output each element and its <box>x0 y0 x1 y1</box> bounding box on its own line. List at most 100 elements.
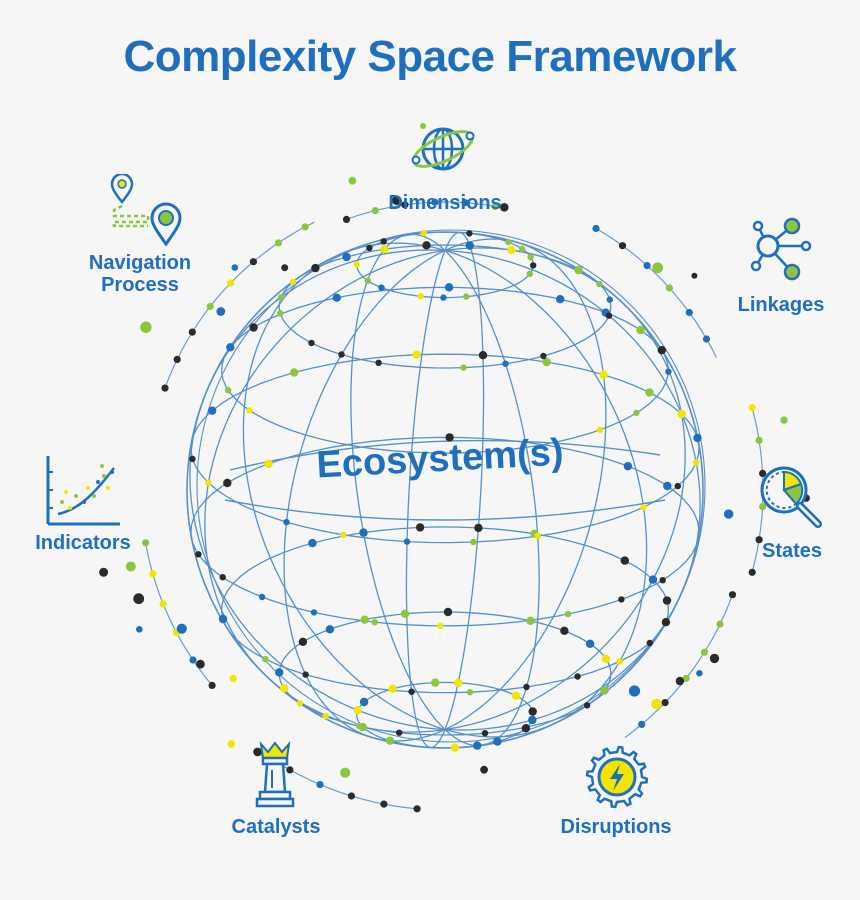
node-dot <box>474 523 483 533</box>
node-dot <box>526 270 533 278</box>
node-dot <box>542 357 551 367</box>
node-dot <box>674 482 681 490</box>
node-dot <box>338 351 345 358</box>
node-dot <box>422 241 431 250</box>
node-dot <box>308 538 317 548</box>
node-dot <box>366 244 373 252</box>
node-dot <box>264 459 273 468</box>
orbit-dot <box>716 620 724 628</box>
floating-dot <box>652 262 664 274</box>
node-dot <box>275 668 284 677</box>
floating-dot <box>281 264 289 272</box>
node-dot <box>460 364 467 371</box>
node-dot <box>408 688 415 695</box>
node-dot <box>648 575 658 584</box>
node-dot <box>298 637 308 646</box>
diagram-title: Complexity Space Framework <box>123 32 737 81</box>
orbit-dot <box>401 201 409 209</box>
orbit-dot <box>159 600 167 608</box>
floating-dot <box>136 626 143 633</box>
node-dot <box>502 360 509 367</box>
node-dot <box>661 618 671 627</box>
node-dot <box>640 504 647 511</box>
node-dot <box>388 684 397 693</box>
node-dot <box>599 370 608 379</box>
node-dot <box>226 343 235 352</box>
node-dot <box>353 706 362 715</box>
node-dot <box>530 262 537 269</box>
orbit-dot <box>413 805 421 813</box>
node-dot <box>189 455 196 463</box>
node-dot <box>663 481 672 491</box>
chess-king-icon <box>255 740 295 808</box>
node-dot <box>277 294 285 301</box>
node-dot <box>380 245 389 254</box>
node-dot <box>616 658 623 665</box>
node-dot <box>662 596 672 605</box>
orbit-dot <box>700 648 709 656</box>
node-dot <box>219 574 226 581</box>
node-dot <box>693 459 700 466</box>
orbit-dot <box>208 681 216 690</box>
floating-dot <box>696 670 703 677</box>
orbit-dot <box>661 699 669 707</box>
floating-dot <box>253 747 262 757</box>
node-dot <box>528 707 537 716</box>
map-pin-route-icon <box>110 174 182 247</box>
node-dot <box>519 245 526 253</box>
orbit-dot <box>149 570 157 578</box>
node-dot <box>403 538 411 545</box>
node-dot <box>677 409 686 419</box>
node-dot <box>528 715 537 725</box>
node-dot <box>618 596 625 603</box>
orbit-dot <box>638 720 646 729</box>
orbit-dot <box>274 239 282 247</box>
node-dot <box>465 241 474 250</box>
node-dot <box>289 278 297 285</box>
node-navigation-line1: Navigation <box>88 252 192 274</box>
orbit-dot <box>342 215 351 223</box>
node-dot <box>310 609 318 616</box>
node-dot <box>431 678 440 687</box>
node-dot <box>481 730 489 737</box>
floating-dot <box>229 674 237 683</box>
node-dot <box>417 293 424 300</box>
orbit-dot <box>161 384 169 392</box>
node-dot <box>262 655 269 663</box>
node-dot <box>360 615 369 624</box>
node-disruptions: Disruptions <box>560 816 672 838</box>
floating-dot <box>691 272 698 279</box>
node-dot <box>463 293 470 300</box>
floating-dot <box>227 740 236 748</box>
orbit-dot <box>347 792 355 800</box>
node-linkages: Linkages <box>737 294 825 316</box>
node-dot <box>560 626 569 635</box>
node-dot <box>596 426 604 434</box>
node-dot <box>311 263 320 273</box>
node-dot <box>223 478 232 488</box>
floating-dot <box>709 653 720 664</box>
node-dot <box>290 368 299 377</box>
node-dot <box>385 736 395 745</box>
floating-dot <box>480 765 488 774</box>
floating-dot <box>724 509 734 519</box>
node-dot <box>440 294 447 301</box>
node-dot <box>585 639 595 648</box>
floating-dot <box>133 593 145 605</box>
node-dot <box>332 293 341 302</box>
node-navigation-line2: Process <box>101 274 179 296</box>
node-dot <box>443 607 453 617</box>
orbit-dot <box>759 469 767 477</box>
node-dot <box>359 528 368 537</box>
floating-dot <box>125 561 136 572</box>
node-dot <box>450 743 459 752</box>
orbit-dot <box>748 568 756 576</box>
node-dot <box>258 593 266 601</box>
floating-dot <box>392 196 401 205</box>
node-dot <box>378 284 385 291</box>
floating-dot <box>176 623 187 634</box>
orbit-dot <box>142 539 150 547</box>
orbit-dot <box>748 404 756 412</box>
node-dot <box>364 277 371 284</box>
node-dot <box>371 619 378 626</box>
